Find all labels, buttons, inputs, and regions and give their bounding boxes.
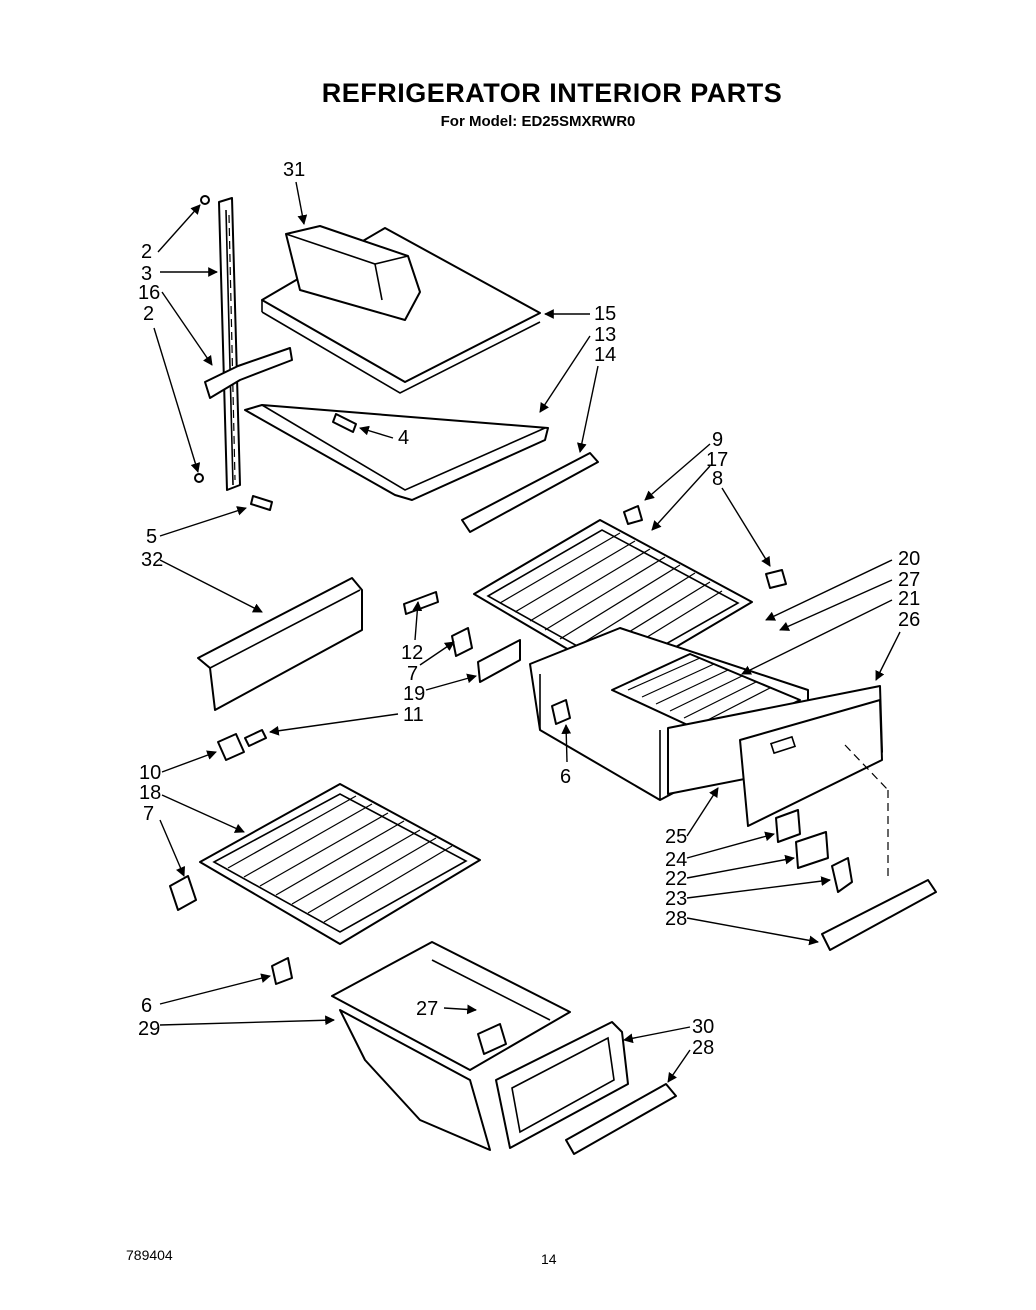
callout-4: 4 bbox=[398, 427, 409, 449]
page-number: 14 bbox=[541, 1251, 557, 1267]
callout-15: 15 bbox=[594, 303, 616, 325]
shelf-frame bbox=[244, 404, 549, 501]
shelf-support-9 bbox=[623, 505, 643, 525]
callouts: 31 2 3 16 2 15 13 14 4 9 17 8 5 32 20 27… bbox=[138, 159, 920, 1059]
callout-6a: 6 bbox=[560, 766, 571, 788]
shelf-support-10 bbox=[217, 733, 245, 761]
shelf-ladder-rail bbox=[194, 195, 241, 491]
support-7-lower bbox=[169, 875, 197, 911]
callout-20: 20 bbox=[898, 548, 920, 570]
callout-21: 21 bbox=[898, 588, 920, 610]
callout-2b: 2 bbox=[143, 303, 154, 325]
callout-19: 19 bbox=[403, 683, 425, 705]
callout-10: 10 bbox=[139, 762, 161, 784]
callout-27a: 27 bbox=[898, 569, 920, 591]
humidity-clip-23 bbox=[831, 857, 853, 893]
callout-23: 23 bbox=[665, 888, 687, 910]
callout-9: 9 bbox=[712, 429, 723, 451]
callout-25: 25 bbox=[665, 826, 687, 848]
shelf-support-8 bbox=[765, 569, 787, 589]
pin-12 bbox=[403, 591, 439, 615]
callout-11: 11 bbox=[403, 704, 424, 726]
callout-7b: 7 bbox=[143, 803, 154, 825]
callout-32: 32 bbox=[141, 549, 163, 571]
model-subtitle: For Model: ED25SMXRWR0 bbox=[440, 113, 636, 130]
dairy-bin bbox=[285, 225, 421, 321]
callout-26: 26 bbox=[898, 609, 920, 631]
callout-16: 16 bbox=[138, 282, 160, 304]
callout-28b: 28 bbox=[692, 1037, 714, 1059]
callout-2a: 2 bbox=[141, 241, 152, 263]
wire-shelf-18 bbox=[199, 783, 481, 945]
leader-lines bbox=[153, 181, 901, 1083]
callout-30: 30 bbox=[692, 1016, 714, 1038]
callout-14: 14 bbox=[594, 344, 616, 366]
rail-19 bbox=[477, 639, 521, 683]
lower-crisper-pan bbox=[331, 941, 571, 1151]
shelf-trim-strip bbox=[461, 452, 599, 533]
callout-6b: 6 bbox=[141, 995, 152, 1017]
crisper-front-30 bbox=[495, 1021, 629, 1149]
clip-6-lower bbox=[271, 957, 293, 985]
clip-6-upper bbox=[551, 699, 571, 725]
callout-12: 12 bbox=[401, 642, 423, 664]
screw-4 bbox=[332, 413, 357, 433]
callout-28a: 28 bbox=[665, 908, 687, 930]
screw-11 bbox=[244, 729, 267, 747]
callout-8: 8 bbox=[712, 468, 723, 490]
callout-7a: 7 bbox=[407, 663, 418, 685]
support-7-upper bbox=[451, 627, 473, 657]
callout-18: 18 bbox=[139, 782, 161, 804]
humidity-knob-22 bbox=[795, 831, 829, 869]
callout-3: 3 bbox=[141, 263, 152, 285]
crisper-front-26 bbox=[667, 685, 883, 827]
callout-29: 29 bbox=[138, 1018, 160, 1040]
crisper-cover-trim bbox=[197, 577, 363, 711]
callout-22: 22 bbox=[665, 868, 687, 890]
callout-17: 17 bbox=[706, 449, 728, 471]
callout-24: 24 bbox=[665, 849, 687, 871]
callout-5: 5 bbox=[146, 526, 157, 548]
document-number: 789404 bbox=[126, 1247, 173, 1263]
screw-5 bbox=[250, 495, 273, 511]
crisper-trim-28-lower bbox=[565, 1083, 677, 1155]
callout-31: 31 bbox=[283, 159, 305, 181]
callout-13: 13 bbox=[594, 324, 616, 346]
humidity-slide-24 bbox=[775, 809, 801, 843]
shelf-bracket bbox=[204, 347, 293, 399]
page-title: REFRIGERATOR INTERIOR PARTS bbox=[321, 78, 783, 108]
callout-27b: 27 bbox=[416, 998, 438, 1020]
crisper-trim-28 bbox=[821, 879, 937, 951]
